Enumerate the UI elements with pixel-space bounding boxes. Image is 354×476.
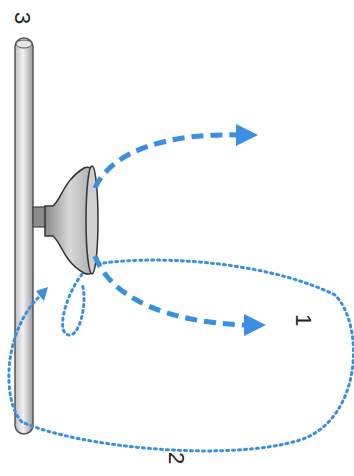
dashed-arrow <box>95 135 238 188</box>
arrowhead <box>244 314 266 336</box>
arrowhead <box>236 124 258 146</box>
mount-bar <box>15 38 33 434</box>
dashed-arrow <box>95 256 244 325</box>
small-loop <box>63 270 86 335</box>
bar-end <box>16 40 32 48</box>
arrowhead <box>36 287 48 301</box>
callout-number: 3 <box>11 12 33 24</box>
callout-number: 1 <box>292 314 314 326</box>
callout-number: 2 <box>165 452 187 464</box>
dotted-loop <box>9 260 354 451</box>
